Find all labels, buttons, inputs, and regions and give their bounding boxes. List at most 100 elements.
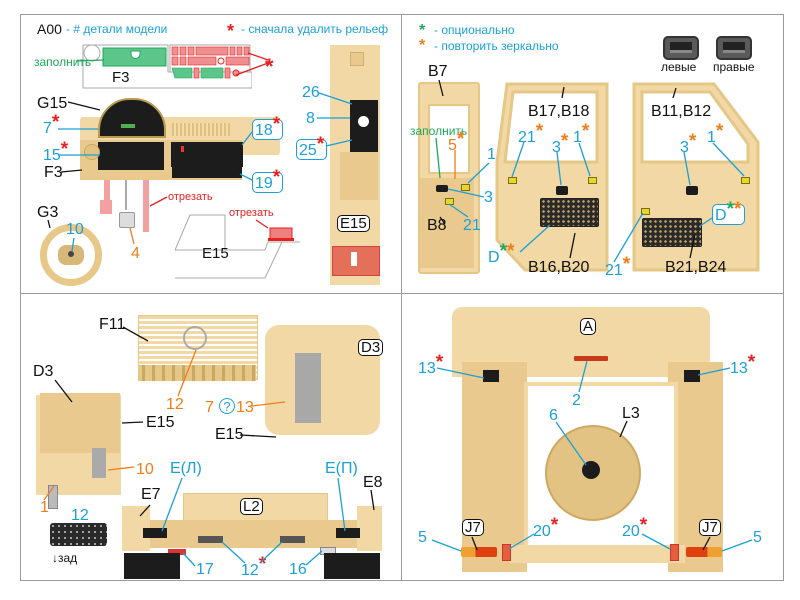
label-7: 7*: [43, 113, 59, 137]
label-d-letter: D: [715, 207, 727, 224]
handle-3-b8: [436, 185, 448, 192]
decal-1-b8: [461, 184, 470, 191]
label-10: 10: [66, 221, 84, 238]
e15-red-slot: [351, 252, 357, 266]
legend-remove-relief-desc: - сначала удалить рельеф: [241, 22, 389, 36]
label-21-b21: 21*: [605, 255, 630, 279]
f3-outline: [82, 44, 253, 89]
f3-diagram: [82, 44, 253, 89]
mercedes-star-emblem-icon: [183, 326, 207, 350]
switch-panel-15: [98, 142, 164, 170]
e15-part-label: E15: [337, 215, 370, 232]
label-3-star: *: [560, 131, 569, 152]
label-f11: F11: [99, 316, 126, 333]
label-1-b16: 1*: [573, 122, 589, 146]
bumper-e8-end: [357, 506, 382, 551]
label-b8: B8: [427, 217, 447, 234]
label-1-star: *: [715, 121, 724, 142]
label-20-number: 20: [533, 523, 551, 540]
tail-light-left-j7: [461, 547, 497, 557]
steering-wheel-g3: [40, 224, 102, 286]
a-box-label: A: [580, 318, 597, 335]
label-d-mirror-star: *: [507, 241, 515, 262]
legend-remove-relief-star: *: [227, 21, 235, 41]
label-3-b8: 3: [484, 189, 493, 206]
j7-left-label: J7: [462, 519, 484, 536]
label-17: 17: [196, 561, 214, 578]
door-b7-window: [428, 104, 470, 174]
bumper-red-lamp-17: [168, 549, 186, 555]
left-handle-icon: [663, 36, 699, 60]
label-20-left: 20*: [533, 516, 558, 540]
label-5-right: 5: [753, 529, 762, 546]
pedal-right: [143, 180, 149, 232]
j7-right-label: J7: [699, 519, 721, 536]
label-21-star: *: [535, 121, 544, 142]
label-5-star: *: [456, 129, 465, 150]
pedal-left: [104, 180, 110, 200]
decal-1-b16: [588, 177, 597, 184]
e15-block: [340, 152, 378, 200]
label-d-b21: D**: [712, 200, 745, 226]
label-13-star: *: [747, 352, 756, 373]
label-d-b16: D**: [488, 242, 515, 266]
connector-12: [50, 523, 107, 546]
legend-part-code: A00: [37, 21, 62, 37]
label-20-right: 20*: [622, 516, 647, 540]
climate-panel-19: [172, 167, 242, 178]
label-25-star: *: [316, 134, 325, 155]
label-13-right: 13*: [730, 353, 755, 377]
label-d-mirror-star: *: [734, 199, 742, 220]
label-12-connector: 12: [71, 507, 89, 524]
decal-1-b21: [741, 177, 750, 184]
third-brake-light-2: [573, 355, 609, 362]
label-7-star: *: [51, 112, 60, 133]
handle-3-b16: [556, 186, 568, 195]
remove-relief-star: *: [265, 54, 274, 79]
label-3-number: 3: [552, 139, 561, 156]
label-b11-b12: B11,B12: [651, 103, 712, 120]
label-f3: F3: [44, 164, 63, 181]
label-20-number: 20: [622, 523, 640, 540]
e15-tab: [350, 52, 364, 66]
label-10-d3: 10: [136, 461, 154, 478]
label-e-left: E(Л): [170, 460, 202, 477]
gauge-green-strip: [121, 124, 135, 128]
label-g15: G15: [37, 95, 68, 112]
tail-light-right-j7: [686, 547, 722, 557]
mercedes-emblem-icon: [68, 251, 74, 257]
label-3-b16: 3*: [552, 132, 568, 156]
label-5-number: 5: [448, 137, 457, 154]
label-5-left: 5: [418, 529, 427, 546]
right-handle-icon: [716, 36, 752, 60]
cut-label-pedal: отрезать: [168, 191, 213, 203]
fill-label-b8: заполнить: [410, 124, 468, 138]
label-21-number: 21: [605, 262, 623, 279]
label-1-number: 1: [707, 129, 716, 146]
label-18-star: *: [272, 114, 281, 135]
label-e8: E8: [363, 474, 383, 491]
label-b16-b20: B16,B20: [528, 259, 590, 276]
l2-box-label: L2: [240, 498, 263, 515]
label-13-number: 13: [418, 360, 436, 377]
radio-red-switch: [181, 146, 184, 152]
label-12-bumper: 12*: [241, 555, 266, 579]
label-25-number: 25: [299, 142, 317, 159]
bumper-decal-left: [143, 528, 167, 538]
left-label: левые: [661, 60, 697, 74]
label-7-d3: 7: [205, 399, 214, 416]
label-3-star: *: [688, 131, 697, 152]
label-d3: D3: [33, 363, 54, 380]
label-12-star: *: [258, 554, 267, 575]
label-19: 19*: [252, 168, 284, 194]
label-b21-b24: B21,B24: [665, 259, 727, 276]
arrow-down-icon: ↓: [52, 551, 58, 565]
label-g3: G3: [37, 204, 59, 221]
round-pod: [84, 144, 100, 160]
f3-diagram-label: F3: [112, 69, 130, 86]
label-1-d3: 1: [40, 499, 49, 516]
part-d3-bracket: [92, 448, 106, 478]
label-1-b8: 1: [487, 146, 496, 163]
handle-3-b21: [686, 186, 698, 195]
label-2: 2: [572, 392, 581, 409]
